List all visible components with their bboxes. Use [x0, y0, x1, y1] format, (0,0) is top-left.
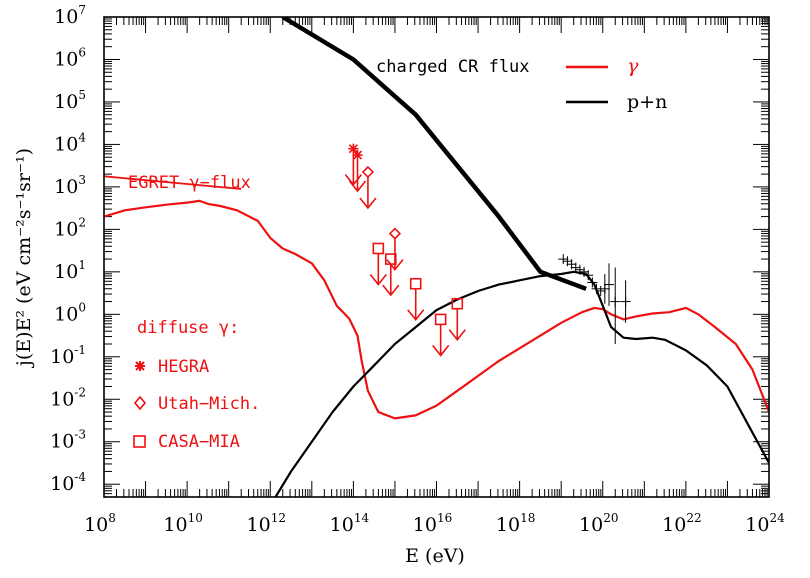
upper-limit-square	[432, 313, 450, 357]
star-stroke	[348, 144, 358, 154]
casa-mia-label: CASA−MIA	[158, 432, 240, 452]
cr-data-point	[570, 262, 581, 273]
y-tick-label: 107	[54, 3, 86, 28]
star-icon	[135, 361, 145, 371]
y-tick-label: 106	[54, 45, 86, 70]
x-tick-label: 1024	[745, 511, 785, 536]
upper-limit-arrowhead	[382, 284, 400, 297]
cr-data-point	[574, 264, 585, 275]
square-marker	[372, 242, 385, 255]
x-tick-label: 1018	[496, 511, 535, 536]
cr-data-point	[587, 277, 598, 288]
y-tick-label: 104	[54, 130, 86, 155]
y-tick-label: 10-2	[50, 385, 86, 410]
upper-limit-arrowhead	[386, 259, 404, 271]
upper-limit-square	[369, 242, 387, 286]
legend: γ p+n	[566, 55, 667, 113]
series-layer	[104, 17, 769, 497]
diamond-marker	[361, 165, 375, 179]
y-tick-label: 102	[54, 215, 86, 240]
hegra-label: HEGRA	[158, 357, 209, 377]
y-tick-labels: 10-4 10-3 10-2 10-1 100 101 102 103 104 105 106 107	[50, 3, 86, 495]
marker-legend-hegra: HEGRA	[135, 357, 209, 377]
y-tick-label: 101	[54, 258, 86, 283]
upper-limit-arrowhead	[448, 329, 466, 341]
legend-gamma-label: γ	[627, 55, 639, 77]
x-tick-label: 1022	[662, 511, 701, 536]
upper-limit-square	[448, 297, 466, 341]
square-marker	[409, 277, 422, 290]
x-tick-labels: 108 1010 1012 1014 1016 1018 1020 1022 1024	[84, 511, 785, 536]
square-icon	[133, 435, 146, 448]
cr-data-point	[558, 254, 569, 265]
y-tick-label: 10-1	[50, 343, 86, 368]
series-line-2	[274, 270, 769, 497]
series-line-3	[104, 175, 242, 190]
legend-pn-label: p+n	[627, 91, 667, 113]
data-markers	[344, 143, 631, 357]
upper-limit-diamond	[359, 165, 377, 210]
upper-limit-star	[344, 143, 362, 186]
x-axis-label: E (eV)	[405, 545, 465, 567]
cr-data-point	[583, 270, 594, 281]
cr-data-point	[562, 256, 573, 267]
upper-limit-square	[407, 277, 425, 322]
y-tick-label: 103	[54, 173, 86, 198]
x-tick-label: 108	[84, 511, 116, 536]
plot-frame	[103, 16, 770, 498]
upper-limit-square	[382, 253, 400, 297]
x-tick-label: 1012	[247, 511, 286, 536]
upper-limit-arrowhead	[359, 197, 377, 210]
charged-cr-flux-annotation: charged CR flux	[376, 57, 530, 77]
marker-legend-casa: CASA−MIA	[133, 432, 240, 452]
y-tick-label: 105	[54, 88, 86, 113]
x-tick-label: 1014	[330, 511, 370, 536]
x-tick-label: 1016	[413, 511, 452, 536]
diffuse-title: diffuse γ:	[137, 318, 239, 338]
marker-legend-utah: Utah−Mich.	[133, 394, 260, 414]
y-tick-label: 100	[54, 300, 86, 325]
y-axis-label: j(E)E² (eV cm⁻²s⁻¹sr⁻¹)	[13, 148, 35, 368]
diamond-marker	[388, 227, 402, 240]
egret-annotation: EGRET γ−flux	[128, 173, 251, 193]
cr-data-point	[595, 285, 606, 296]
square-marker	[434, 313, 447, 326]
x-tick-label: 1010	[163, 511, 202, 536]
upper-limit-star	[348, 150, 367, 193]
star-stroke	[352, 150, 363, 160]
square-marker	[384, 253, 397, 265]
series-line-1	[104, 199, 769, 420]
upper-limit-arrowhead	[407, 309, 425, 322]
diamond-icon	[133, 395, 147, 411]
x-tick-label: 1020	[579, 511, 618, 536]
upper-limit-arrowhead	[348, 180, 367, 193]
y-tick-label: 10-4	[50, 470, 86, 495]
y-tick-label: 10-3	[50, 428, 86, 453]
upper-limit-arrowhead	[432, 344, 450, 357]
upper-limit-arrowhead	[369, 273, 387, 286]
utah-mich-label: Utah−Mich.	[158, 394, 260, 414]
axis-ticks	[103, 16, 770, 498]
